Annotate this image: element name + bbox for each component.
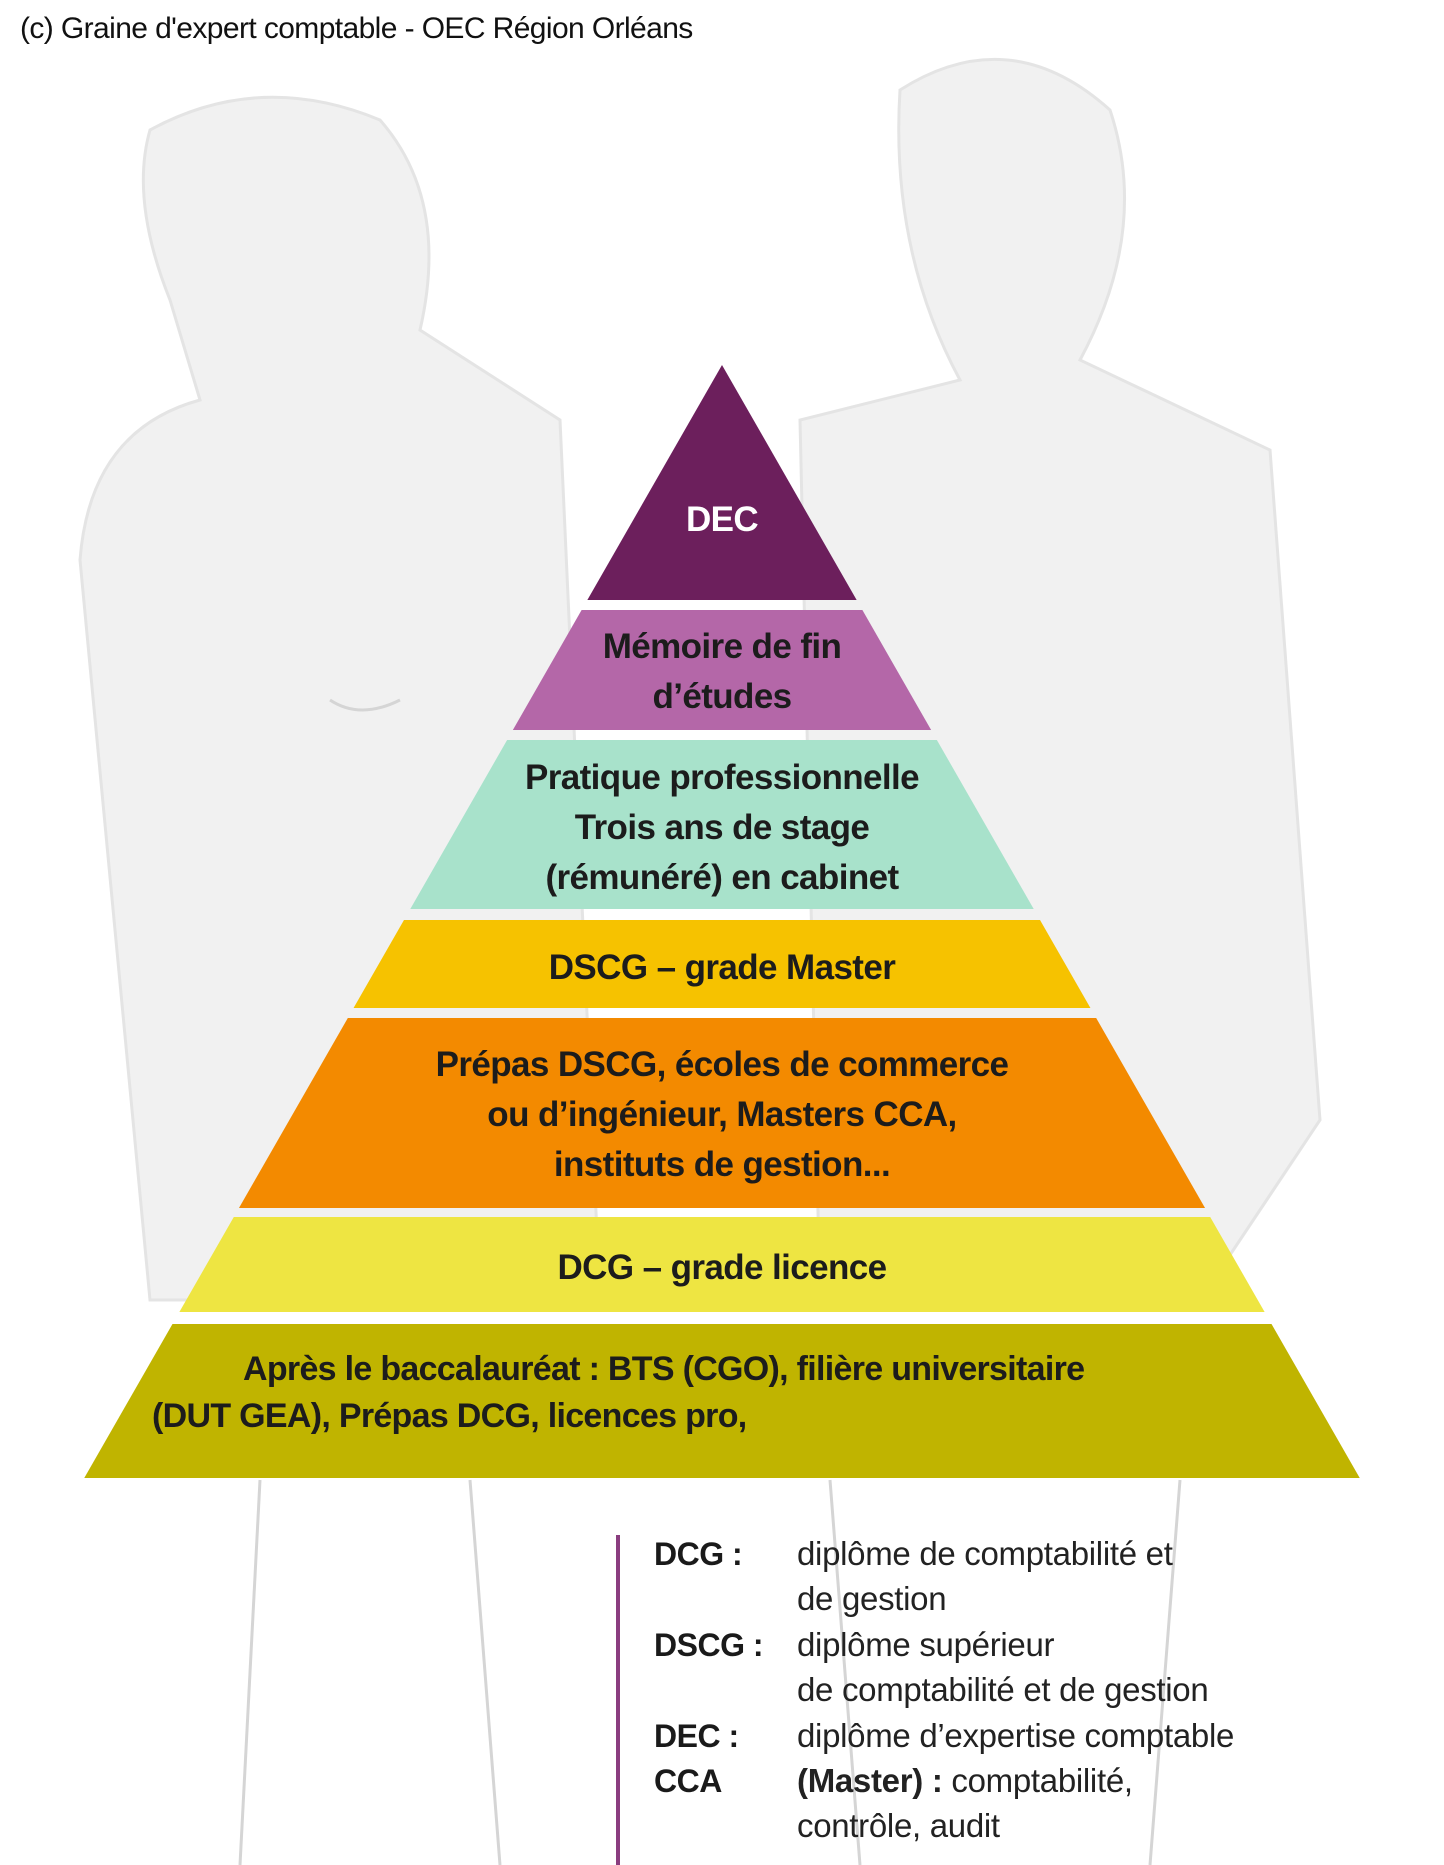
pyramid-level-dcg [179,1217,1265,1312]
legend-definition: (Master) : comptabilité, [797,1762,1133,1800]
legend-term: CCA [654,1763,722,1799]
pyramid-level-apres-bac [84,1324,1360,1478]
level-memoire-line: Mémoire de fin [602,627,842,666]
level-dscg-label: DSCG – grade Master [0,943,1444,993]
image-caption: (c) Graine d'expert comptable - OEC Régi… [20,12,693,45]
level-pratique-line: Pratique professionnelle [524,758,920,797]
level-prepas-line: ou d’ingénieur, Masters CCA, [487,1095,957,1134]
pyramid-level-pratique [410,740,1034,909]
level-dec-label: DEC [0,495,1444,545]
pyramid-level-dscg [353,920,1091,1008]
pyramid-level-memoire [512,610,932,730]
legend-definition: contrôle, audit [797,1807,1000,1844]
level-dec-line: DEC [685,500,759,539]
legend-term: DCG : [654,1536,743,1572]
pyramid-level-prepas [238,1018,1206,1208]
legend-bold-prefix: (Master) : [797,1762,943,1799]
legend-definition: diplôme supérieur [797,1626,1055,1663]
legend-definition-text: comptabilité, [942,1762,1133,1799]
level-prepas-line: Prépas DSCG, écoles de commerce [435,1045,1009,1084]
level-apres-bac-line: Après le baccalauréat : BTS (CGO), filiè… [243,1350,1085,1388]
level-memoire-line: d’études [652,677,792,716]
pyramid-level-dec [587,365,857,600]
level-memoire-label: Mémoire de fin d’études [0,622,1444,722]
level-dcg-line: DCG – grade licence [557,1248,887,1287]
legend-accent-bar [616,1535,620,1865]
level-dcg-label: DCG – grade licence [0,1243,1444,1293]
level-apres-bac-line: (DUT GEA), Prépas DCG, licences pro, [152,1397,747,1435]
level-pratique-line: (rémunéré) en cabinet [545,858,899,897]
level-pratique-line: Trois ans de stage [574,808,870,847]
legend-term: DEC : [654,1718,739,1754]
level-dscg-line: DSCG – grade Master [548,948,896,987]
legend-definition: diplôme d’expertise comptable [797,1717,1235,1754]
legend-definition: de gestion [797,1580,947,1617]
legend-definition: de comptabilité et de gestion [797,1671,1209,1708]
legend-term: DSCG : [654,1627,764,1663]
level-pratique-label: Pratique professionnelle Trois ans de st… [0,753,1444,903]
legend-definition: diplôme de comptabilité et [797,1535,1173,1572]
level-prepas-label: Prépas DSCG, écoles de commerce ou d’ing… [0,1040,1444,1190]
level-prepas-line: instituts de gestion... [553,1145,891,1184]
